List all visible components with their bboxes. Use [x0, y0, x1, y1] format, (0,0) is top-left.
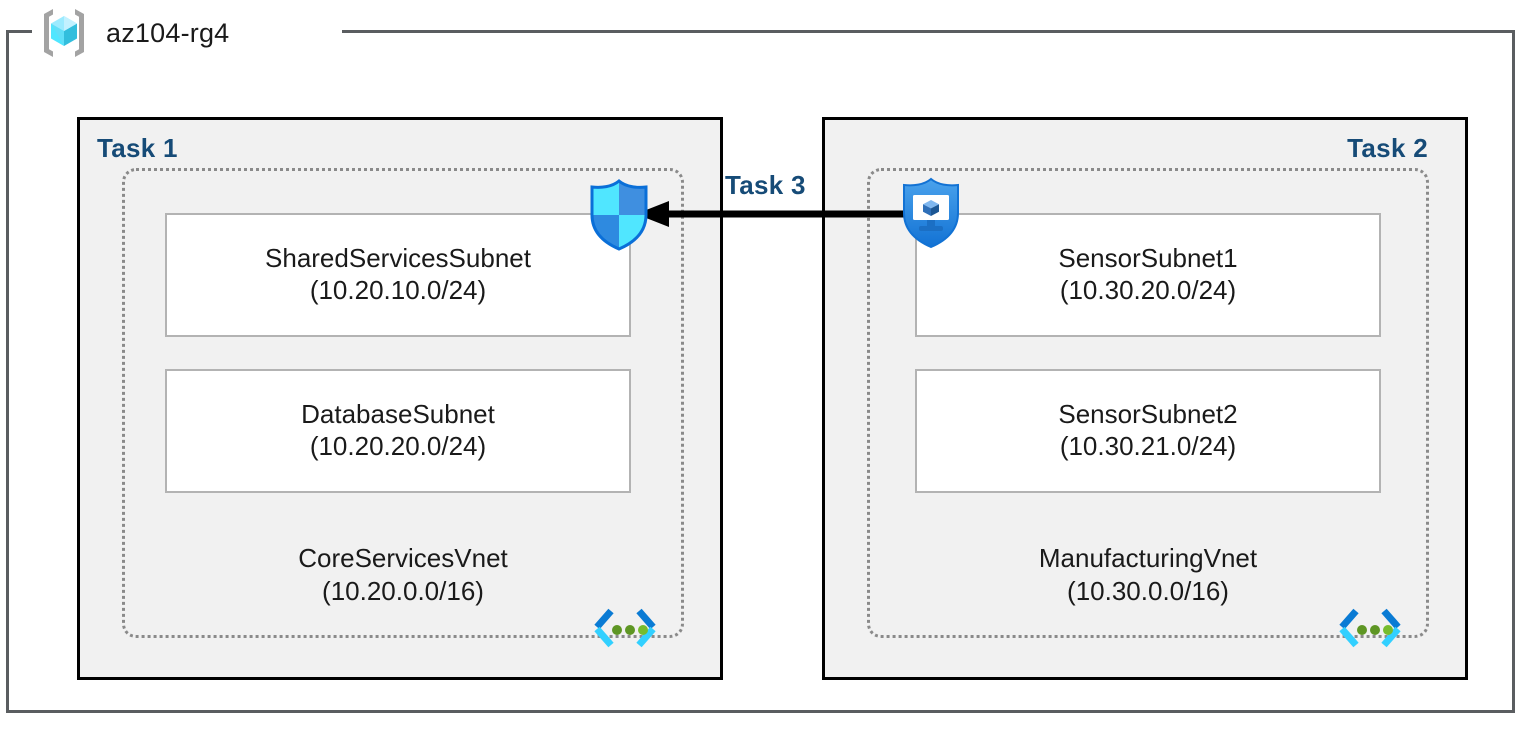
- manufacturing-vnet-caption: ManufacturingVnet (10.30.0.0/16): [867, 542, 1429, 607]
- database-subnet-cidr: (10.20.20.0/24): [309, 431, 487, 461]
- network-security-group-shield-icon: [585, 178, 653, 252]
- shared-services-subnet-cidr: (10.20.10.0/24): [309, 275, 487, 305]
- manufacturing-vnet-container: [867, 168, 1429, 638]
- resource-group-frame: [6, 30, 1515, 713]
- shared-services-subnet-name: SharedServicesSubnet: [265, 243, 531, 274]
- task-1-label: Task 1: [97, 133, 178, 163]
- sensor-subnet-1-cidr: (10.30.20.0/24): [1059, 275, 1237, 305]
- resource-group-name: az104-rg4: [106, 17, 230, 48]
- resource-group-title: az104-rg4: [36, 4, 244, 62]
- manufacturing-vnet-cidr: (10.30.0.0/16): [1067, 575, 1229, 606]
- core-services-vnet-caption: CoreServicesVnet (10.20.0.0/16): [122, 542, 684, 607]
- peering-arrow-left-icon: [636, 196, 914, 232]
- virtual-network-icon: [592, 607, 658, 653]
- core-services-vnet-cidr: (10.20.0.0/16): [322, 575, 484, 606]
- database-subnet-name: DatabaseSubnet: [301, 399, 495, 430]
- sensor-subnet-2-cidr: (10.30.21.0/24): [1059, 431, 1237, 461]
- shared-services-subnet-box: SharedServicesSubnet (10.20.10.0/24): [165, 213, 631, 337]
- sensor-subnet-2-box: SensorSubnet2 (10.30.21.0/24): [915, 369, 1381, 493]
- defender-for-cloud-shield-icon: [897, 176, 965, 250]
- task-3-label: Task 3: [725, 170, 806, 200]
- manufacturing-vnet-name: ManufacturingVnet: [1038, 543, 1258, 573]
- core-services-vnet-name: CoreServicesVnet: [298, 543, 508, 573]
- sensor-subnet-2-name: SensorSubnet2: [1058, 399, 1238, 430]
- sensor-subnet-1-name: SensorSubnet1: [1058, 243, 1238, 274]
- sensor-subnet-1-box: SensorSubnet1 (10.30.20.0/24): [915, 213, 1381, 337]
- core-services-vnet-container: [122, 168, 684, 638]
- task-2-label: Task 2: [1347, 133, 1428, 163]
- virtual-network-icon: [1337, 607, 1403, 653]
- database-subnet-box: DatabaseSubnet (10.20.20.0/24): [165, 369, 631, 493]
- azure-resource-group-icon: [36, 5, 92, 61]
